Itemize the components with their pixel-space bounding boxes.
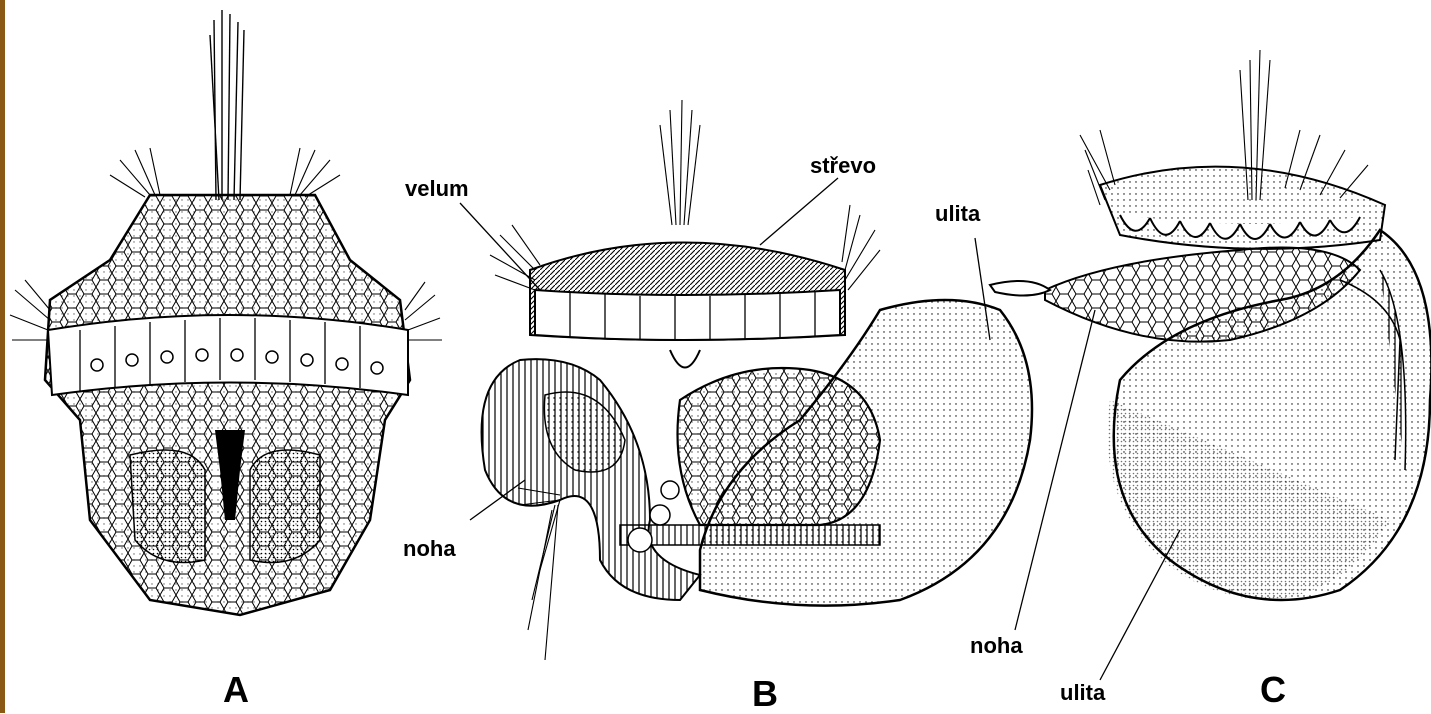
panel-letter-c: C bbox=[1260, 672, 1286, 708]
label-noha-b: noha bbox=[403, 538, 456, 560]
panel-letter-b: B bbox=[752, 676, 778, 712]
panel-b-larva bbox=[460, 100, 1032, 660]
label-velum: velum bbox=[405, 178, 469, 200]
label-strevo: střevo bbox=[810, 155, 876, 177]
panel-letter-a: A bbox=[223, 672, 249, 708]
label-ulita-c: ulita bbox=[1060, 682, 1105, 704]
panel-a-larva bbox=[10, 10, 442, 615]
panel-c-larva bbox=[990, 50, 1431, 680]
label-noha-c: noha bbox=[970, 635, 1023, 657]
label-ulita-b: ulita bbox=[935, 203, 980, 225]
